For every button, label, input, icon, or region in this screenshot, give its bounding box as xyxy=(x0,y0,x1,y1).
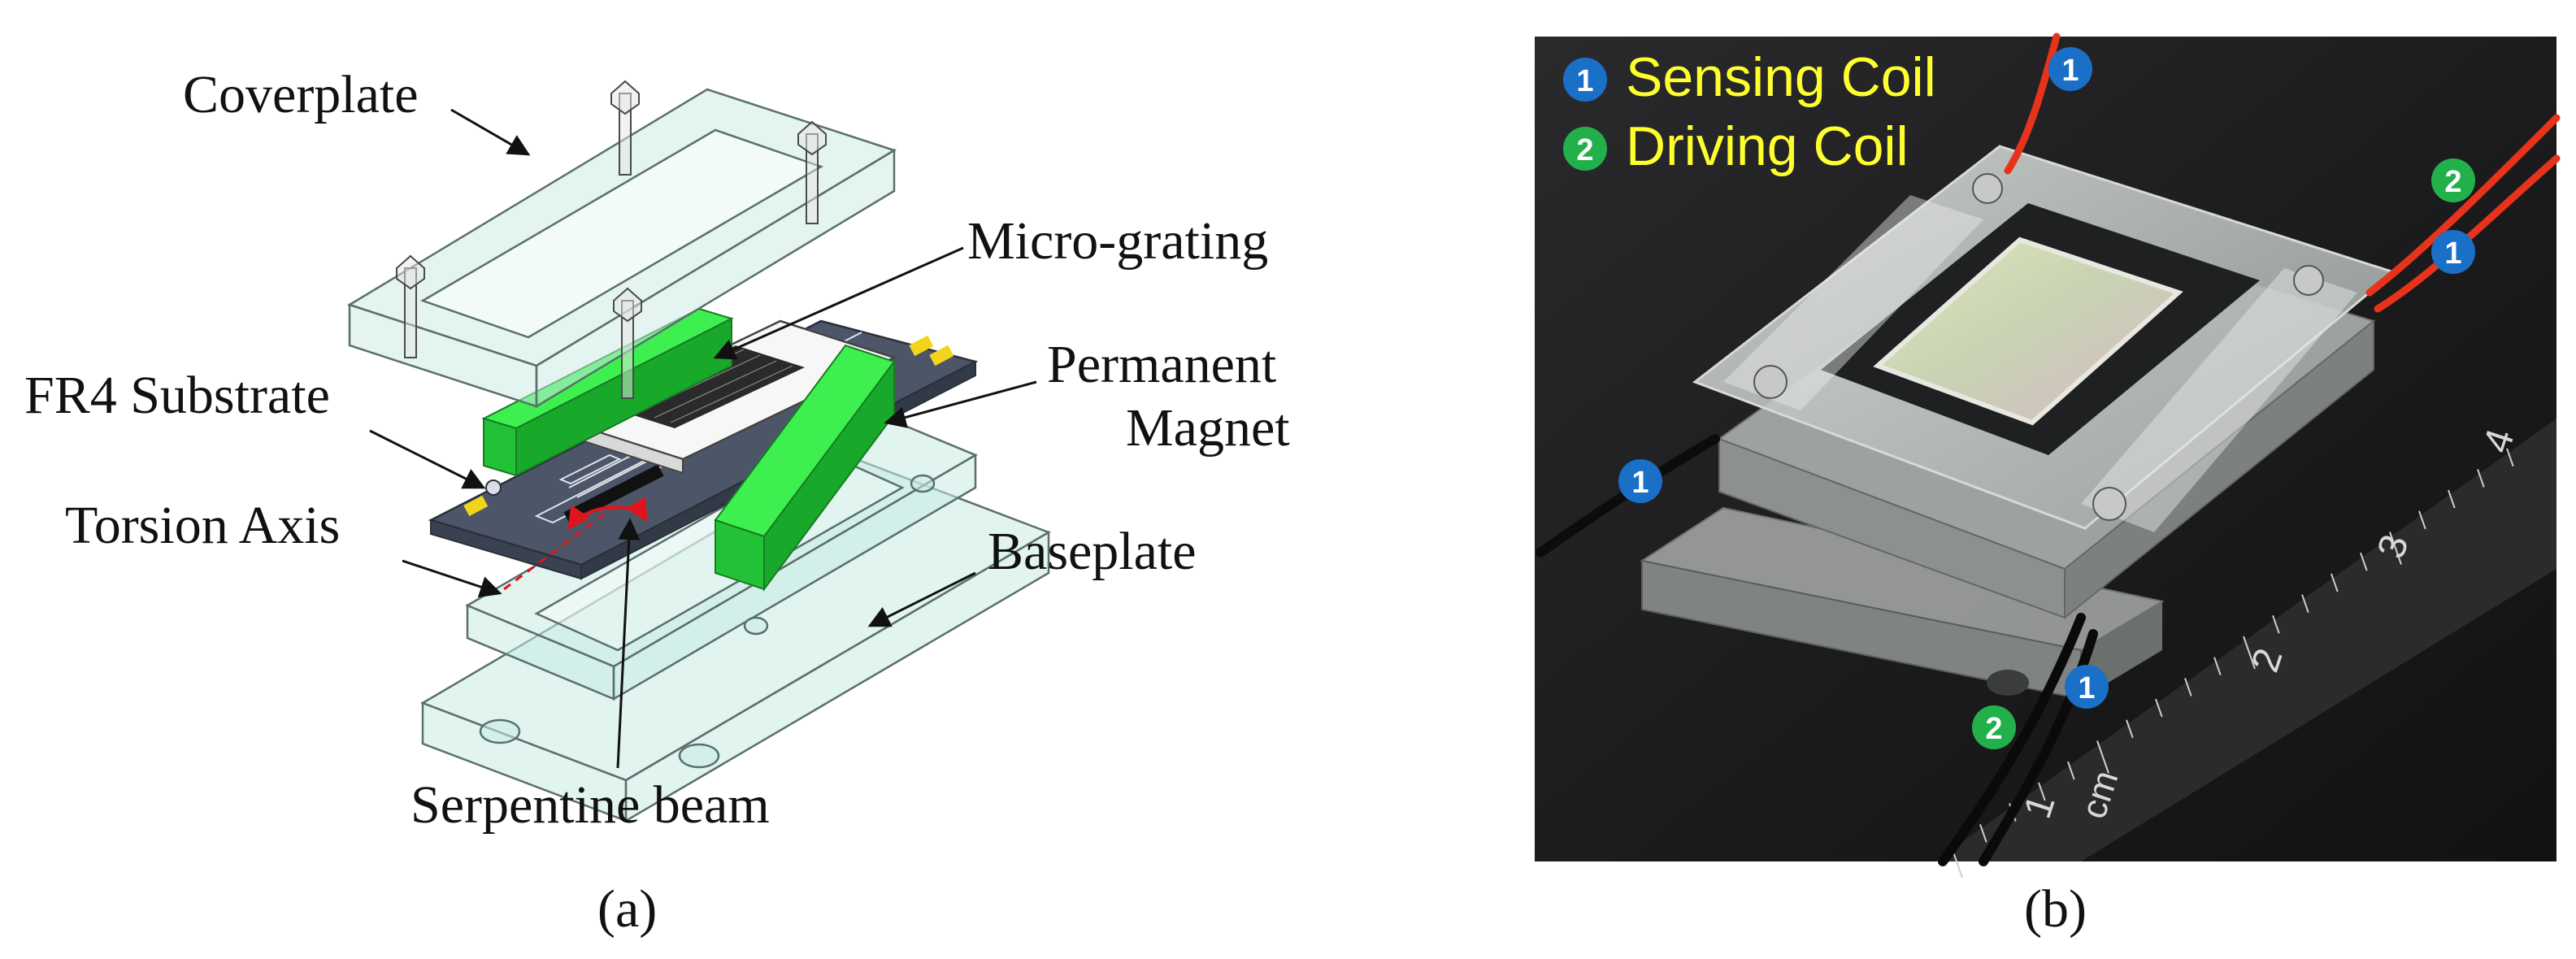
marker-left xyxy=(1618,459,1662,503)
photo-device-body xyxy=(1692,145,2397,620)
ruler-tick-mark xyxy=(2067,761,2075,780)
ruler-tick-mark xyxy=(2184,678,2192,696)
marker-bottom-left xyxy=(1972,705,2016,749)
ruler-tick-mark xyxy=(2389,532,2402,565)
ruler-tick-mark xyxy=(2331,573,2339,592)
leader-micro-grating xyxy=(713,246,964,360)
legend-label-sensing-coil: Sensing Coil xyxy=(1626,46,1936,108)
label-permanent-magnet-line2: Magnet xyxy=(1126,398,1290,458)
marker-right-upper xyxy=(2431,158,2475,202)
rotation-arrow xyxy=(567,497,648,531)
ruler-tick-mark xyxy=(2477,469,2485,488)
ruler-tick-mark xyxy=(2506,448,2514,467)
legend-badge-1 xyxy=(1563,58,1607,102)
label-baseplate: Baseplate xyxy=(988,522,1197,581)
caption-b: (b) xyxy=(2024,879,2087,939)
marker-bottom-right-number: 1 xyxy=(2078,671,2095,705)
wire-red-right-1 xyxy=(2365,114,2561,297)
ruler: 1 cm 2 3 4 xyxy=(1935,419,2556,879)
marker-right-upper-number: 2 xyxy=(2444,165,2461,199)
wire-black-bottom-2 xyxy=(1979,629,2098,866)
label-torsion-axis: Torsion Axis xyxy=(65,496,340,555)
marker-top-wire-number: 1 xyxy=(2061,54,2079,88)
label-coverplate: Coverplate xyxy=(183,65,419,124)
wire-markers: 1 2 1 1 1 2 xyxy=(1618,47,2475,749)
leader-fr4-substrate xyxy=(369,429,486,489)
legend-badge-2 xyxy=(1563,127,1607,171)
ruler-tick-mark xyxy=(2038,782,2046,801)
label-fr4-substrate: FR4 Substrate xyxy=(24,366,330,425)
legend-item-sensing-coil: 1 Sensing Coil xyxy=(1563,46,1936,108)
marker-right-lower xyxy=(2431,230,2475,274)
permanent-magnet-right xyxy=(714,344,896,592)
ruler-tick-mark xyxy=(2301,594,2309,613)
micro-grating-part xyxy=(566,319,897,475)
ruler-tick-mark xyxy=(1979,823,1987,843)
label-permanent-magnet-line1: Permanent xyxy=(1047,335,1276,394)
legend: 1 Sensing Coil 2 Driving Coil xyxy=(1563,46,1936,177)
marker-right-lower-number: 1 xyxy=(2444,236,2461,271)
ruler-tick-mark xyxy=(2272,614,2280,634)
leader-coverplate xyxy=(450,108,531,156)
leader-permanent-magnet xyxy=(884,380,1037,428)
ruler-tick-mark xyxy=(2126,719,2134,739)
label-permanent-magnet: Permanent Magnet xyxy=(1047,335,1290,458)
ruler-tick-mark xyxy=(2213,657,2222,676)
wire-red-top xyxy=(2004,33,2061,175)
leader-serpentine-beam xyxy=(616,518,641,769)
ruler-tick-mark xyxy=(2243,636,2256,670)
marker-bottom-left-number: 2 xyxy=(1985,712,2002,746)
legend-badge-1-number: 1 xyxy=(1576,64,1593,98)
legend-label-driving-coil: Driving Coil xyxy=(1626,115,1909,177)
marker-bottom-right xyxy=(2065,665,2109,709)
ruler-tick-mark xyxy=(2360,552,2368,571)
legend-item-driving-coil: 2 Driving Coil xyxy=(1563,115,1909,177)
ruler-tick-mark xyxy=(2096,740,2109,774)
marker-top-wire xyxy=(2048,47,2092,91)
marker-left-number: 1 xyxy=(1631,466,1649,500)
caption-a: (a) xyxy=(597,879,657,939)
label-serpentine-beam: Serpentine beam xyxy=(411,775,770,835)
ruler-tick-mark xyxy=(2155,698,2163,718)
leader-torsion-axis xyxy=(402,559,502,598)
label-micro-grating: Micro-grating xyxy=(967,211,1268,271)
leader-baseplate xyxy=(867,571,976,627)
panel-a-exploded-view: Coverplate Micro-grating FR4 Substrate P… xyxy=(24,65,1290,939)
wire-black-bottom-1 xyxy=(1938,613,2086,866)
photo-baseplate xyxy=(1640,506,2165,701)
legend-badge-2-number: 2 xyxy=(1576,133,1593,167)
panel-b-photo: 1 cm 2 3 4 xyxy=(1535,33,2561,939)
coverplate-part xyxy=(347,80,897,409)
ruler-tick-mark xyxy=(2418,510,2426,530)
ruler-tick-mark xyxy=(2448,489,2456,509)
